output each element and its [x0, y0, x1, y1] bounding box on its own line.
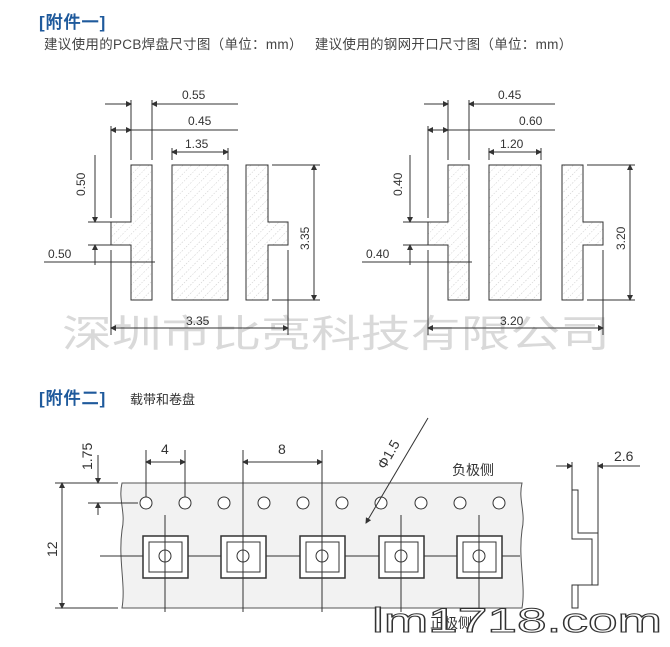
stencil-pattern — [362, 100, 635, 335]
stencil-left-pad — [427, 164, 470, 301]
positive-side-label: 正极侧 — [430, 615, 472, 631]
pcb-dim-3-35-height: 3.35 — [298, 226, 312, 250]
tape-dim-4: 4 — [161, 441, 169, 457]
tape-dim-1-75: 1.75 — [79, 443, 95, 470]
bracket-close: ] — [99, 13, 107, 32]
pcb-center-pad — [171, 164, 229, 301]
pcb-dim-0-50-horizontal: 0.50 — [48, 247, 72, 261]
pcb-dim-3-35-width: 3.35 — [186, 314, 210, 328]
pcb-land-pattern — [44, 100, 320, 335]
pcb-dim-0-50-vertical: 0.50 — [74, 172, 88, 196]
bracket-close: ] — [99, 389, 107, 408]
section1-subtitle: 建议使用的PCB焊盘尺寸图（单位：mm） 建议使用的钢网开口尺寸图（单位：mm） — [44, 33, 573, 53]
tape-side-profile — [556, 462, 640, 609]
pcb-right-pad — [245, 164, 289, 301]
section1-heading: [附件一] — [39, 8, 106, 33]
stencil-right-pad — [561, 164, 604, 301]
section2-subtitle: 载带和卷盘 — [130, 392, 196, 407]
pcb-dim-0-55: 0.55 — [182, 88, 206, 102]
pcb-dim-labels: 0.55 0.45 1.35 0.50 0.50 3.35 3.35 — [48, 88, 312, 328]
stencil-dim-1-20: 1.20 — [500, 137, 524, 151]
stencil-dim-0-60: 0.60 — [519, 114, 543, 128]
bracket-open: [ — [39, 13, 46, 32]
stencil-dim-0-40-horizontal: 0.40 — [366, 247, 390, 261]
site-watermark: lm1718.com — [372, 602, 662, 640]
tape-dim-2-6: 2.6 — [614, 448, 634, 464]
tape-dim-12: 12 — [44, 541, 60, 557]
stencil-dim-3-20-height: 3.20 — [614, 226, 628, 250]
tape-dim-8: 8 — [278, 441, 286, 457]
stencil-dim-3-20-width: 3.20 — [500, 314, 524, 328]
company-watermark: 深圳市比亮科技有限公司 — [62, 312, 610, 356]
pcb-dim-0-45: 0.45 — [188, 114, 212, 128]
stencil-dim-labels: 0.45 0.60 1.20 0.40 0.40 3.20 3.20 — [366, 88, 628, 328]
pcb-subtitle: 建议使用的PCB焊盘尺寸图（单位：mm） — [44, 37, 303, 52]
tape-dim-phi-1-5: Φ1.5 — [374, 437, 403, 472]
negative-side-label: 负极侧 — [452, 462, 494, 478]
section2-title: 附件二 — [45, 389, 100, 408]
bracket-open: [ — [39, 389, 46, 408]
section1-title: 附件一 — [45, 13, 100, 32]
pocket-center-lines — [164, 515, 480, 612]
pcb-left-pad — [110, 164, 153, 301]
stencil-dim-0-45: 0.45 — [498, 88, 522, 102]
stencil-center-pad — [488, 164, 542, 301]
carrier-tape — [55, 417, 640, 612]
sprocket-holes — [139, 496, 506, 510]
pcb-dim-1-35: 1.35 — [185, 137, 209, 151]
stencil-subtitle: 建议使用的钢网开口尺寸图（单位：mm） — [314, 37, 573, 52]
section2-heading: [附件二] — [39, 384, 106, 409]
stencil-dim-0-40-vertical: 0.40 — [391, 172, 405, 196]
